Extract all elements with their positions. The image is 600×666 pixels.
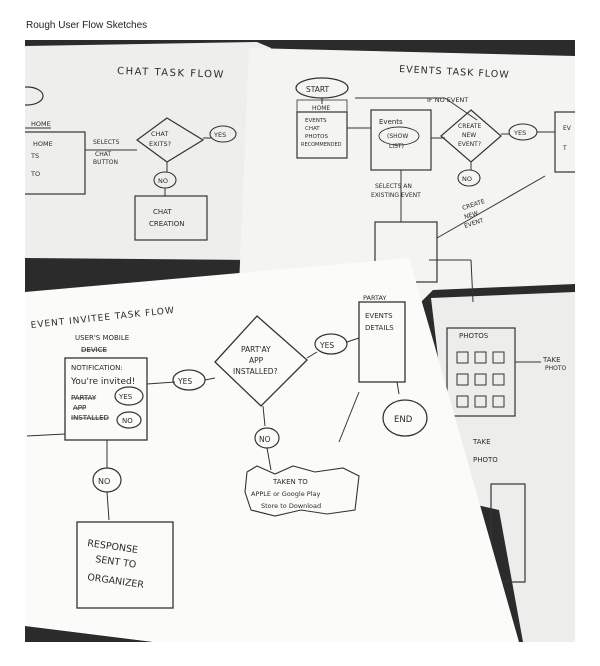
invitee-notif-5: INSTALLED xyxy=(71,414,109,422)
events-home-list-4: RECOMMENDED xyxy=(301,142,342,148)
photos-title: PHOTOS xyxy=(459,332,489,340)
chat-selects-1: SELECTS xyxy=(93,139,120,146)
events-create-1: CREATE xyxy=(458,123,481,130)
chat-task-flow-sheet: CHAT TASK FLOW HOME HOME TS TO SELECTS C… xyxy=(25,42,271,260)
invitee-taken-3: Store to Download xyxy=(261,502,321,510)
invitee-notif-4: APP xyxy=(73,404,86,412)
events-task-flow-sheet: EVENTS TASK FLOW START HOME EVENTS CHAT … xyxy=(239,48,575,302)
events-home: HOME xyxy=(312,105,330,112)
events-show-3: LIST) xyxy=(389,143,404,150)
invitee-no-3: NO xyxy=(98,477,110,486)
chat-exists-2: EXITS? xyxy=(149,140,171,148)
chat-creation-1: CHAT xyxy=(153,208,172,216)
invitee-no-small: NO xyxy=(122,417,133,425)
invitee-installed-3: INSTALLED? xyxy=(233,367,278,376)
events-selects-1: SELECTS AN xyxy=(375,183,412,190)
invitee-partay: PARTAY xyxy=(363,294,386,302)
events-home-list-3: PHOTOS xyxy=(305,134,328,140)
invitee-notif-1: NOTIFICATION: xyxy=(71,364,123,372)
invitee-installed-1: PART'AY xyxy=(241,345,271,354)
invitee-installed-2: APP xyxy=(249,356,264,365)
events-show-1: Events xyxy=(379,118,403,126)
events-ev-2: T xyxy=(562,145,567,152)
invitee-taken-1: TAKEN TO xyxy=(272,478,308,486)
chat-box-line-1: HOME xyxy=(33,140,53,148)
photos-take-side-2: PHOTO xyxy=(545,365,567,372)
photos-take-side-1: TAKE xyxy=(542,356,561,364)
events-yes: YES xyxy=(513,129,526,137)
events-create-2: NEW xyxy=(462,132,476,139)
chat-box-line-2: TS xyxy=(30,152,39,160)
events-selects-2: EXISTING EVENT xyxy=(371,192,421,199)
events-create-3: EVENT? xyxy=(458,141,481,148)
events-home-list-1: EVENTS xyxy=(305,118,327,124)
chat-selects-3: BUTTON xyxy=(93,159,118,166)
photos-sheet: PHOTOS TAKE PHOTO TAKE PHOTO xyxy=(431,292,575,642)
sketch-photo: CHAT TASK FLOW HOME HOME TS TO SELECTS C… xyxy=(25,40,575,642)
invitee-notif-3: PARTAY xyxy=(71,394,97,402)
chat-selects-2: CHAT xyxy=(95,151,111,158)
photos-take-1: TAKE xyxy=(472,438,491,446)
events-ev-1: EV xyxy=(563,125,572,132)
chat-sheet-title: CHAT TASK FLOW xyxy=(117,66,225,81)
invitee-yes-2: YES xyxy=(319,341,334,350)
event-invitee-task-flow-sheet: EVENT INVITEE TASK FLOW USER'S MOBILE DE… xyxy=(25,258,519,642)
chat-no: NO xyxy=(158,177,168,185)
events-create-note-2: NEW xyxy=(463,210,479,221)
events-show-2: (SHOW xyxy=(387,133,408,140)
chat-creation-2: CREATION xyxy=(149,220,185,228)
events-home-list-2: CHAT xyxy=(305,126,320,132)
chat-home-label: HOME xyxy=(31,120,51,128)
invitee-end: END xyxy=(394,415,413,425)
page-title: Rough User Flow Sketches xyxy=(26,20,148,31)
photos-take-2: PHOTO xyxy=(473,456,498,464)
chat-box-line-3: TO xyxy=(30,170,40,178)
invitee-yes-1: YES xyxy=(177,377,192,386)
events-no: NO xyxy=(462,175,472,183)
invitee-notif-2: You're invited! xyxy=(70,377,135,387)
invitee-details-2: DETAILS xyxy=(365,324,394,332)
invitee-no-2: NO xyxy=(259,435,271,444)
invitee-mobile-2: DEVICE xyxy=(81,346,107,354)
invitee-yes-small: YES xyxy=(118,393,133,401)
invitee-taken-2: APPLE or Google Play xyxy=(251,490,320,498)
chat-exists-1: CHAT xyxy=(151,130,168,138)
chat-yes: YES xyxy=(213,131,226,139)
sheet-connector-arrow-2 xyxy=(470,259,474,303)
events-start: START xyxy=(306,85,330,94)
invitee-details-1: EVENTS xyxy=(365,312,393,320)
invitee-mobile-1: USER'S MOBILE xyxy=(75,334,129,342)
